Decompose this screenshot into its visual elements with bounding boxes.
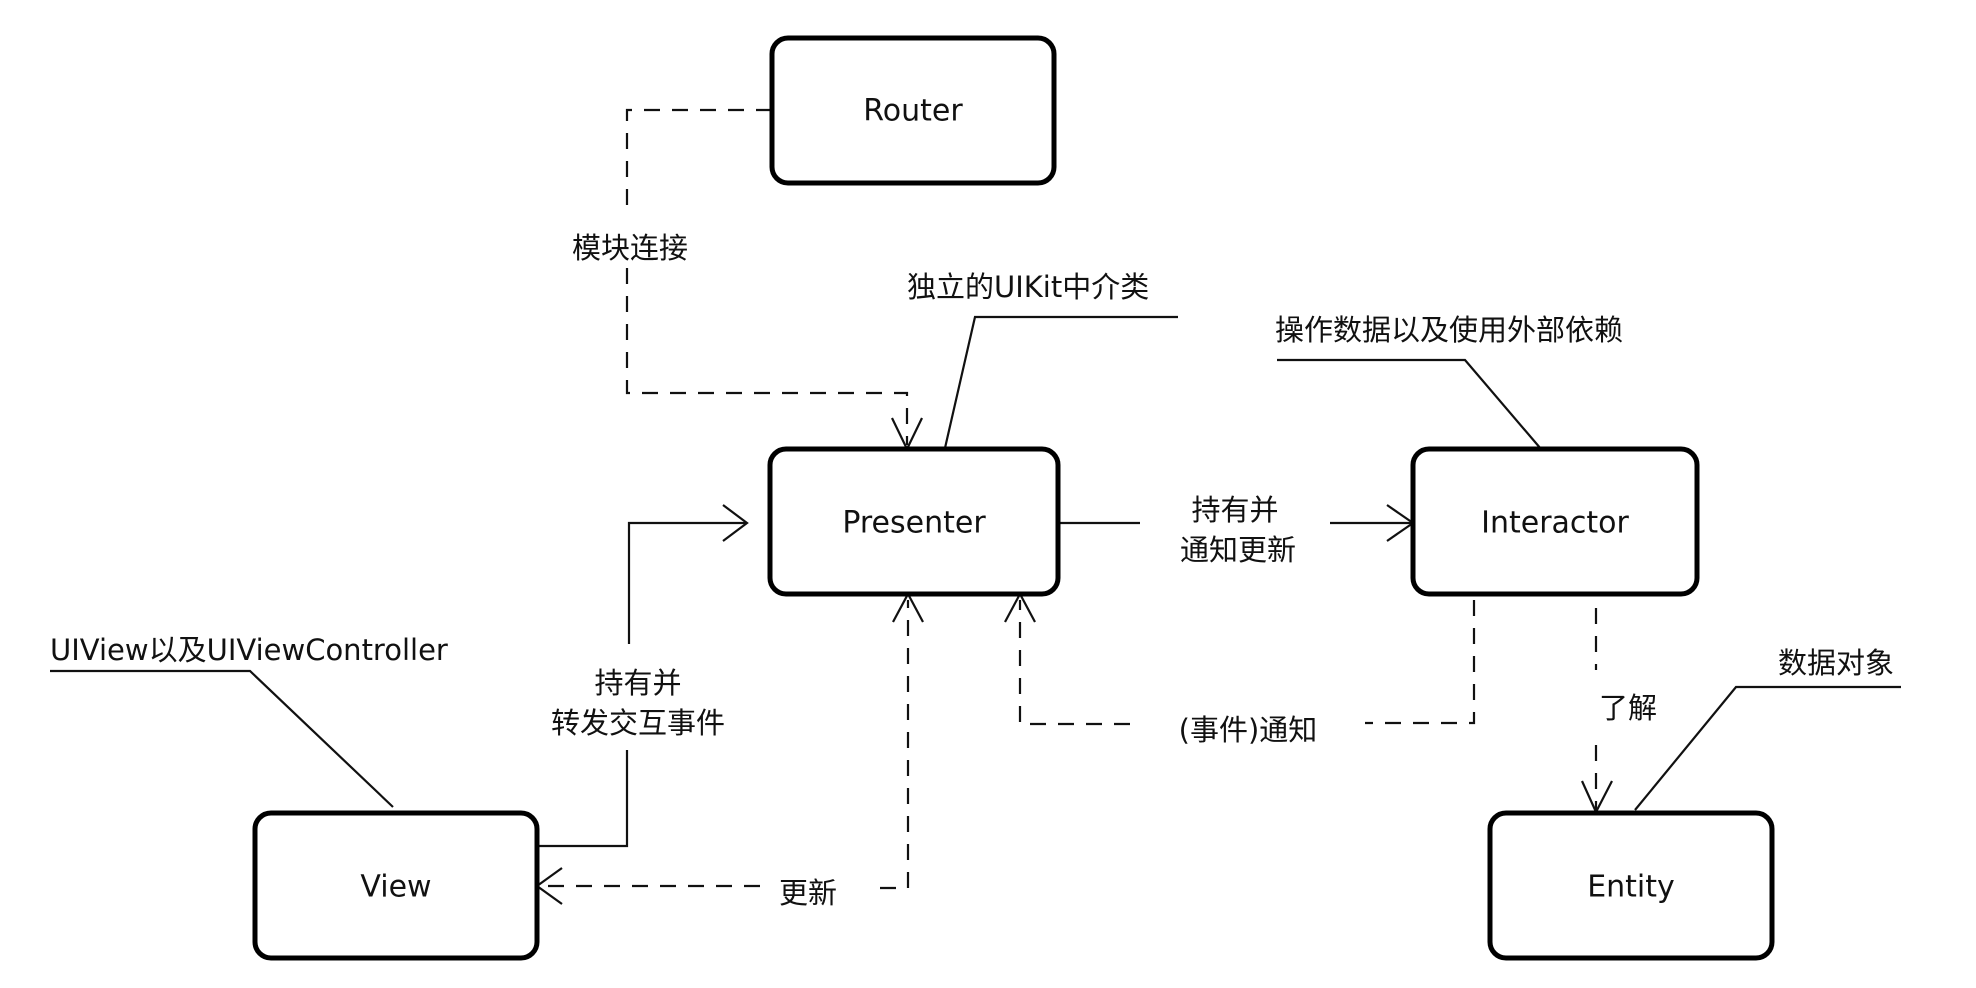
edge-label-module-connect: 模块连接 — [572, 231, 688, 265]
entity-label: Entity — [1587, 870, 1675, 905]
note-view: UIView以及UIViewController — [50, 633, 448, 667]
edge-label-event-notify: (事件)通知 — [1179, 713, 1318, 747]
node-presenter[interactable]: Presenter — [767, 446, 1061, 597]
node-interactor[interactable]: Interactor — [1410, 446, 1700, 597]
note-interactor: 操作数据以及使用外部依赖 — [1275, 313, 1623, 347]
edge-label-hold-forward-2: 转发交互事件 — [551, 706, 725, 740]
note-presenter: 独立的UIKit中介类 — [907, 270, 1149, 304]
node-router[interactable]: Router — [769, 35, 1057, 186]
edge-view-presenter — [537, 504, 749, 848]
note-leader-interactor — [1277, 358, 1542, 450]
edge-label-hold-forward-1: 持有并 — [594, 666, 681, 700]
edge-label-understand: 了解 — [1599, 691, 1657, 725]
edge-interactor-presenter — [1004, 591, 1476, 726]
edge-label-hold-notify-1: 持有并 — [1191, 493, 1278, 527]
edge-label-update: 更新 — [779, 876, 837, 910]
node-entity[interactable]: Entity — [1487, 810, 1775, 961]
interactor-label: Interactor — [1481, 506, 1629, 541]
edge-presenter-view — [535, 591, 924, 905]
node-view[interactable]: View — [252, 810, 540, 961]
note-entity: 数据对象 — [1778, 646, 1894, 680]
edge-label-hold-notify-2: 通知更新 — [1180, 533, 1296, 567]
view-label: View — [360, 870, 431, 905]
note-leader-view — [50, 669, 394, 808]
presenter-label: Presenter — [842, 506, 986, 541]
router-label: Router — [863, 94, 963, 129]
arrowhead-icon — [722, 504, 749, 542]
note-leader-presenter — [943, 315, 1178, 449]
note-leader-entity — [1634, 685, 1901, 811]
